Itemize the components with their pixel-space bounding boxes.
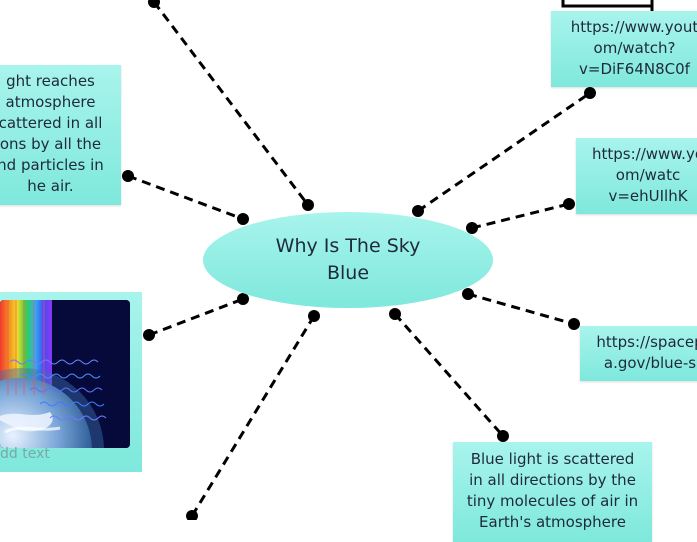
connector-link-2	[471, 202, 570, 230]
connector-dot	[584, 87, 596, 99]
connector-dot	[497, 430, 509, 442]
mindmap-connectors	[122, 0, 654, 520]
connector-top	[152, 1, 310, 206]
connector-left-text	[127, 174, 244, 221]
connector-dot	[186, 510, 198, 520]
connector-link-3	[467, 292, 575, 326]
connector-bottom-text	[393, 313, 505, 437]
topic-light-reaches-atmosphere[interactable]: ght reaches atmosphere cattered in all o…	[0, 65, 121, 205]
image-thumbnail-icon	[0, 300, 130, 448]
connector-dot	[462, 288, 474, 300]
connector-dot	[308, 310, 320, 322]
connector-dot	[237, 213, 249, 225]
connector-image	[148, 297, 244, 337]
central-topic-label: Why Is The Sky Blue	[275, 235, 421, 284]
topic-light-reaches-atmosphere-label: ght reaches atmosphere cattered in all o…	[0, 72, 104, 195]
connector-dot	[237, 293, 249, 305]
connector-dot	[389, 308, 401, 320]
connector-dot	[568, 318, 580, 330]
connector-dot	[563, 198, 575, 210]
connector-dot	[412, 205, 424, 217]
link-node-youtube-2[interactable]: https://www.yo om/watc v=ehUIlhK	[576, 138, 697, 214]
image-caption-placeholder[interactable]: dd text	[0, 446, 50, 462]
connector-dot	[143, 329, 155, 341]
connector-dot	[122, 170, 134, 182]
link-node-youtube-2-label: https://www.yo om/watc v=ehUIlhK	[591, 145, 697, 205]
link-node-top-bracket	[561, 0, 654, 11]
topic-blue-light-scattered-label: Blue light is scattered in all direction…	[466, 450, 639, 531]
link-node-youtube-1-label: https://www.yout om/watch? v=DiF64N8C0f	[570, 18, 697, 78]
image-node[interactable]: dd text	[0, 292, 142, 472]
connector-dot	[302, 199, 314, 211]
connector-bottom-left	[190, 315, 316, 517]
link-node-youtube-1[interactable]: https://www.yout om/watch? v=DiF64N8C0f	[551, 11, 697, 87]
central-topic[interactable]: Why Is The Sky Blue	[203, 212, 493, 308]
link-node-space-place-label: https://spacep a.gov/blue-s	[596, 333, 697, 372]
connector-dot	[466, 222, 478, 234]
topic-blue-light-scattered[interactable]: Blue light is scattered in all direction…	[453, 442, 652, 542]
link-node-space-place[interactable]: https://spacep a.gov/blue-s	[580, 326, 697, 381]
connector-dot	[148, 0, 160, 8]
connector-link-1	[417, 91, 591, 213]
